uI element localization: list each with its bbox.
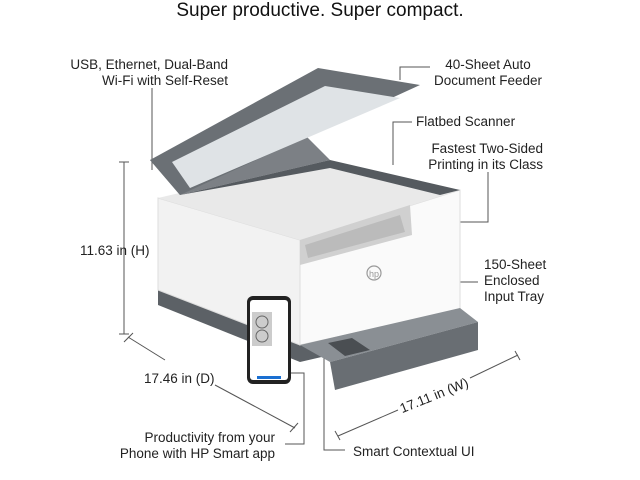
callout-connectivity: USB, Ethernet, Dual-Band Wi-Fi with Self… — [70, 57, 228, 89]
callout-line: Wi-Fi with Self-Reset — [101, 73, 228, 88]
leader-scanner — [392, 121, 412, 165]
control-panel — [328, 338, 370, 356]
callout-line: 40-Sheet Auto — [445, 57, 531, 72]
callout-line: Productivity from your — [144, 430, 275, 445]
callout-ui: Smart Contextual UI — [353, 444, 475, 459]
callout-line: Document Feeder — [434, 73, 543, 88]
callout-mobile: Productivity from your Phone with HP Sma… — [120, 430, 275, 462]
hp-logo: hp — [369, 269, 379, 279]
callout-line: USB, Ethernet, Dual-Band — [70, 57, 228, 72]
page-title: Super productive. Super compact. — [176, 0, 464, 21]
callout-scanner: Flatbed Scanner — [416, 114, 516, 129]
callout-adf: 40-Sheet Auto Document Feeder — [434, 57, 542, 89]
callout-duplex: Fastest Two-Sided Printing in its Class — [428, 141, 543, 173]
dimension-height: 11.63 in (H) — [80, 243, 150, 258]
callout-line: Phone with HP Smart app — [119, 446, 275, 461]
dimension-depth: 17.46 in (D) — [144, 371, 215, 386]
callout-line: Enclosed — [484, 273, 540, 288]
leader-mobile — [285, 372, 305, 445]
callout-line: Fastest Two-Sided — [431, 141, 543, 156]
leader-adf — [399, 66, 430, 80]
callout-line: Input Tray — [484, 289, 545, 304]
callout-input-tray: 150-Sheet Enclosed Input Tray — [484, 257, 546, 305]
callout-line: Printing in its Class — [428, 157, 543, 172]
callout-line: 150-Sheet — [484, 257, 547, 272]
